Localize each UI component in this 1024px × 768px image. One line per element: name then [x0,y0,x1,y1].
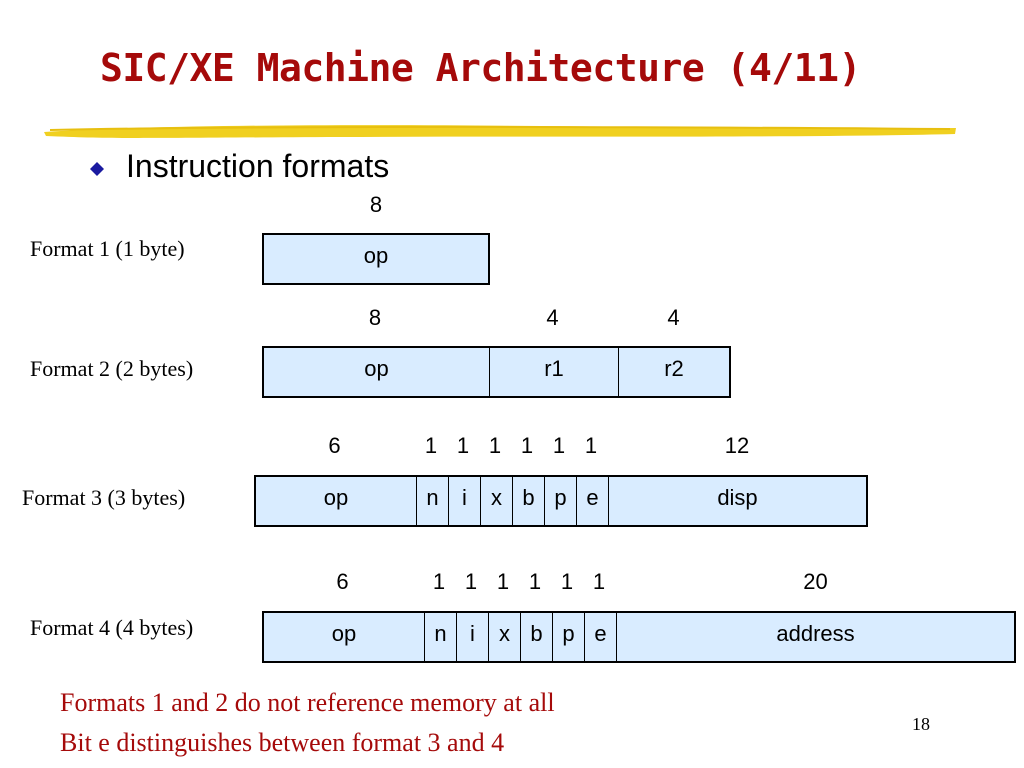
field-op: op [264,348,490,396]
diamond-bullet-icon [90,162,104,176]
format-3-box: op n i x b p e disp [254,475,868,527]
field-disp: disp [717,485,758,510]
format-4-bits-x: 1 [496,569,510,594]
slide-title: SIC/XE Machine Architecture (4/11) [100,46,861,90]
format-2-box: op r1 r2 [262,346,731,398]
field-e: e [577,477,609,525]
format-3-bits-i: 1 [456,433,470,458]
format-4-bits-address: 20 [803,569,828,594]
format-1-bits-op: 8 [369,192,383,217]
field-address: address [776,621,855,646]
format-4-bits-i: 1 [464,569,478,594]
format-3-bits-op: 6 [328,433,341,458]
page-number: 18 [912,714,930,734]
format-3-bits-b: 1 [520,433,534,458]
format-3-bits-p: 1 [552,433,566,458]
format-3-label: Format 3 (3 bytes) [22,485,186,510]
format-4-bits-e: 1 [592,569,606,594]
field-op: op [264,613,425,661]
title-underline [44,125,956,138]
field-x: x [489,613,521,661]
field-e: e [585,613,617,661]
field-n: n [417,477,449,525]
format-4-box: op n i x b p e address [262,611,1016,663]
format-4-bits-n: 1 [432,569,446,594]
format-3-bits-x: 1 [488,433,502,458]
field-p: p [553,613,585,661]
field-b: b [513,477,545,525]
format-1-box: op [262,233,490,285]
note-line-2: Bit e distinguishes between format 3 and… [60,728,505,757]
bullet-text: Instruction formats [126,148,390,184]
field-b: b [521,613,553,661]
field-p: p [545,477,577,525]
field-op: op [256,477,417,525]
field-x: x [481,477,513,525]
format-2-label: Format 2 (2 bytes) [30,356,194,381]
format-2-bits-r1: 4 [546,305,559,330]
field-i: i [449,477,481,525]
format-4-bits-b: 1 [528,569,542,594]
field-i: i [457,613,489,661]
field-r2: r2 [664,356,684,381]
field-op: op [363,243,389,268]
format-4-bits-p: 1 [560,569,574,594]
format-4-label: Format 4 (4 bytes) [30,615,194,640]
field-n: n [425,613,457,661]
format-3-bits-e: 1 [584,433,598,458]
field-r1: r1 [490,348,619,396]
format-1-label: Format 1 (1 byte) [30,236,185,261]
format-2-bits-op: 8 [368,305,382,330]
format-2-bits-r2: 4 [667,305,680,330]
format-4-bits-op: 6 [336,569,349,594]
note-line-1: Formats 1 and 2 do not reference memory … [60,688,555,717]
format-3-bits-disp: 12 [724,433,750,458]
format-3-bits-n: 1 [424,433,438,458]
